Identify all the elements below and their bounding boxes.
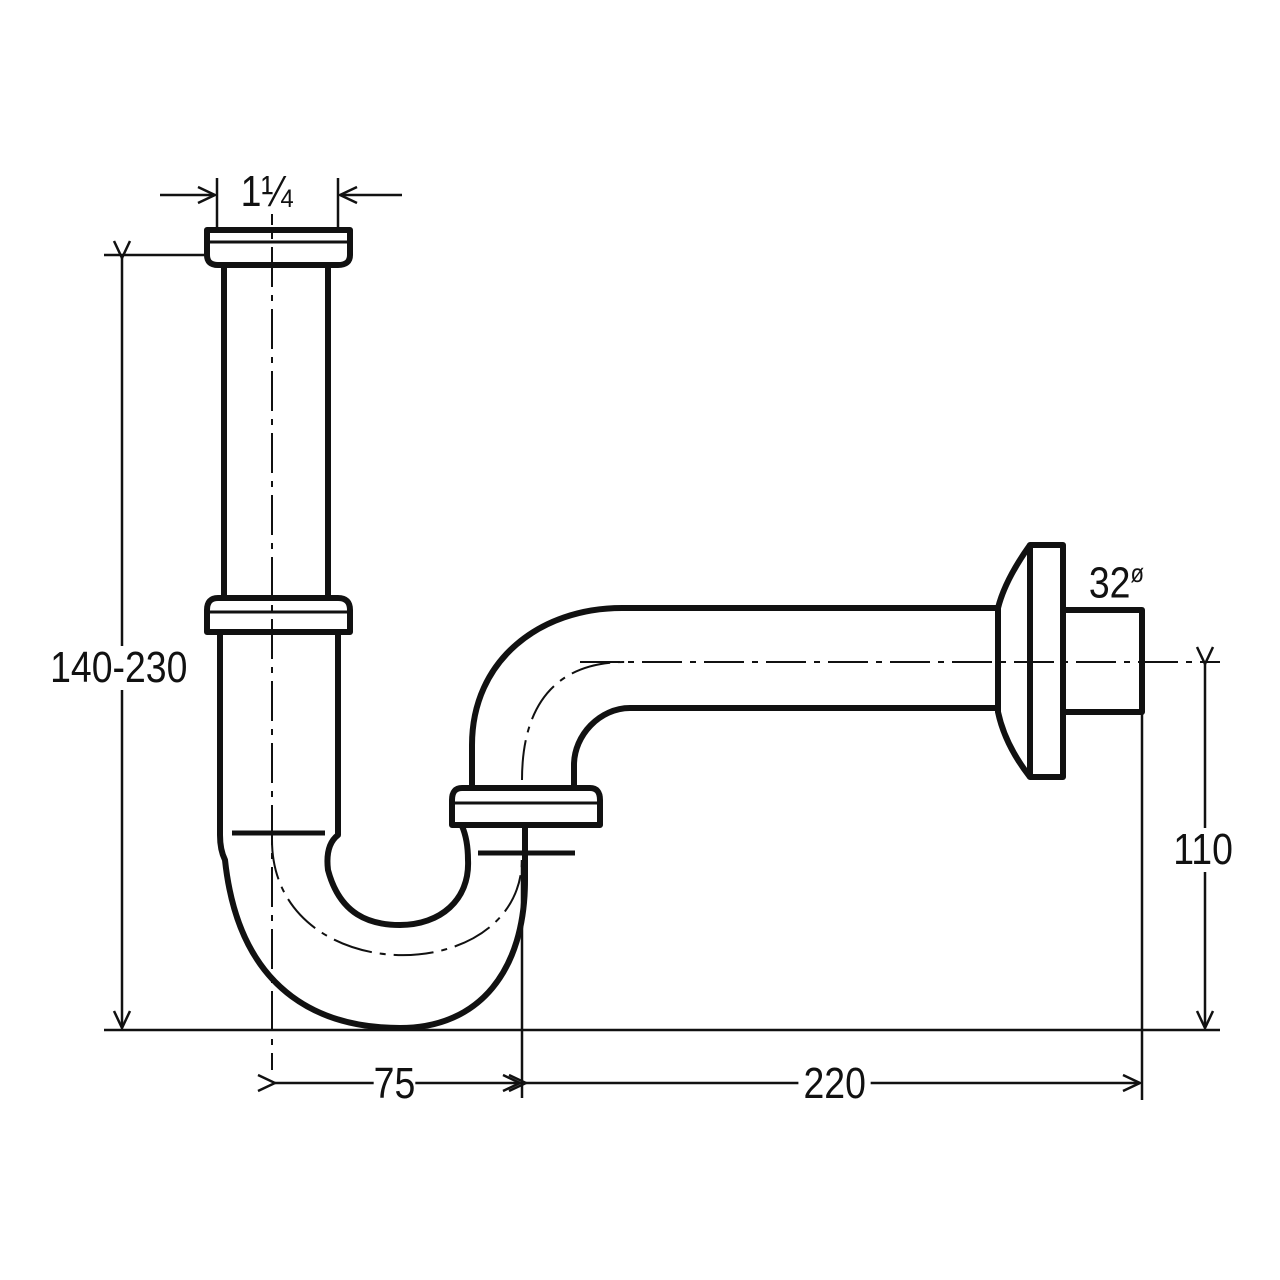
dim-outlet-diameter: 32ø — [1089, 560, 1144, 606]
dim-wall-distance: 220 — [798, 1062, 872, 1106]
dim-height-range: 140-230 — [50, 643, 188, 692]
diameter-symbol: ø — [1130, 558, 1144, 588]
trap-bend — [217, 632, 575, 1031]
center-lines — [271, 185, 1220, 1070]
dim-trap-offset: 75 — [373, 1059, 416, 1108]
top-nut — [204, 227, 353, 268]
dim-outlet-height: 110 — [1173, 825, 1233, 874]
wall-rosette — [995, 542, 1066, 780]
upper-tube — [221, 265, 331, 600]
wall-stub — [1063, 607, 1145, 715]
right-nut — [449, 785, 603, 828]
dim-outlet-diameter-value: 32 — [1088, 558, 1131, 608]
outlet-pipe — [469, 605, 998, 788]
dim-inlet-thread: 1¼ — [240, 167, 293, 216]
middle-nut — [204, 595, 353, 635]
